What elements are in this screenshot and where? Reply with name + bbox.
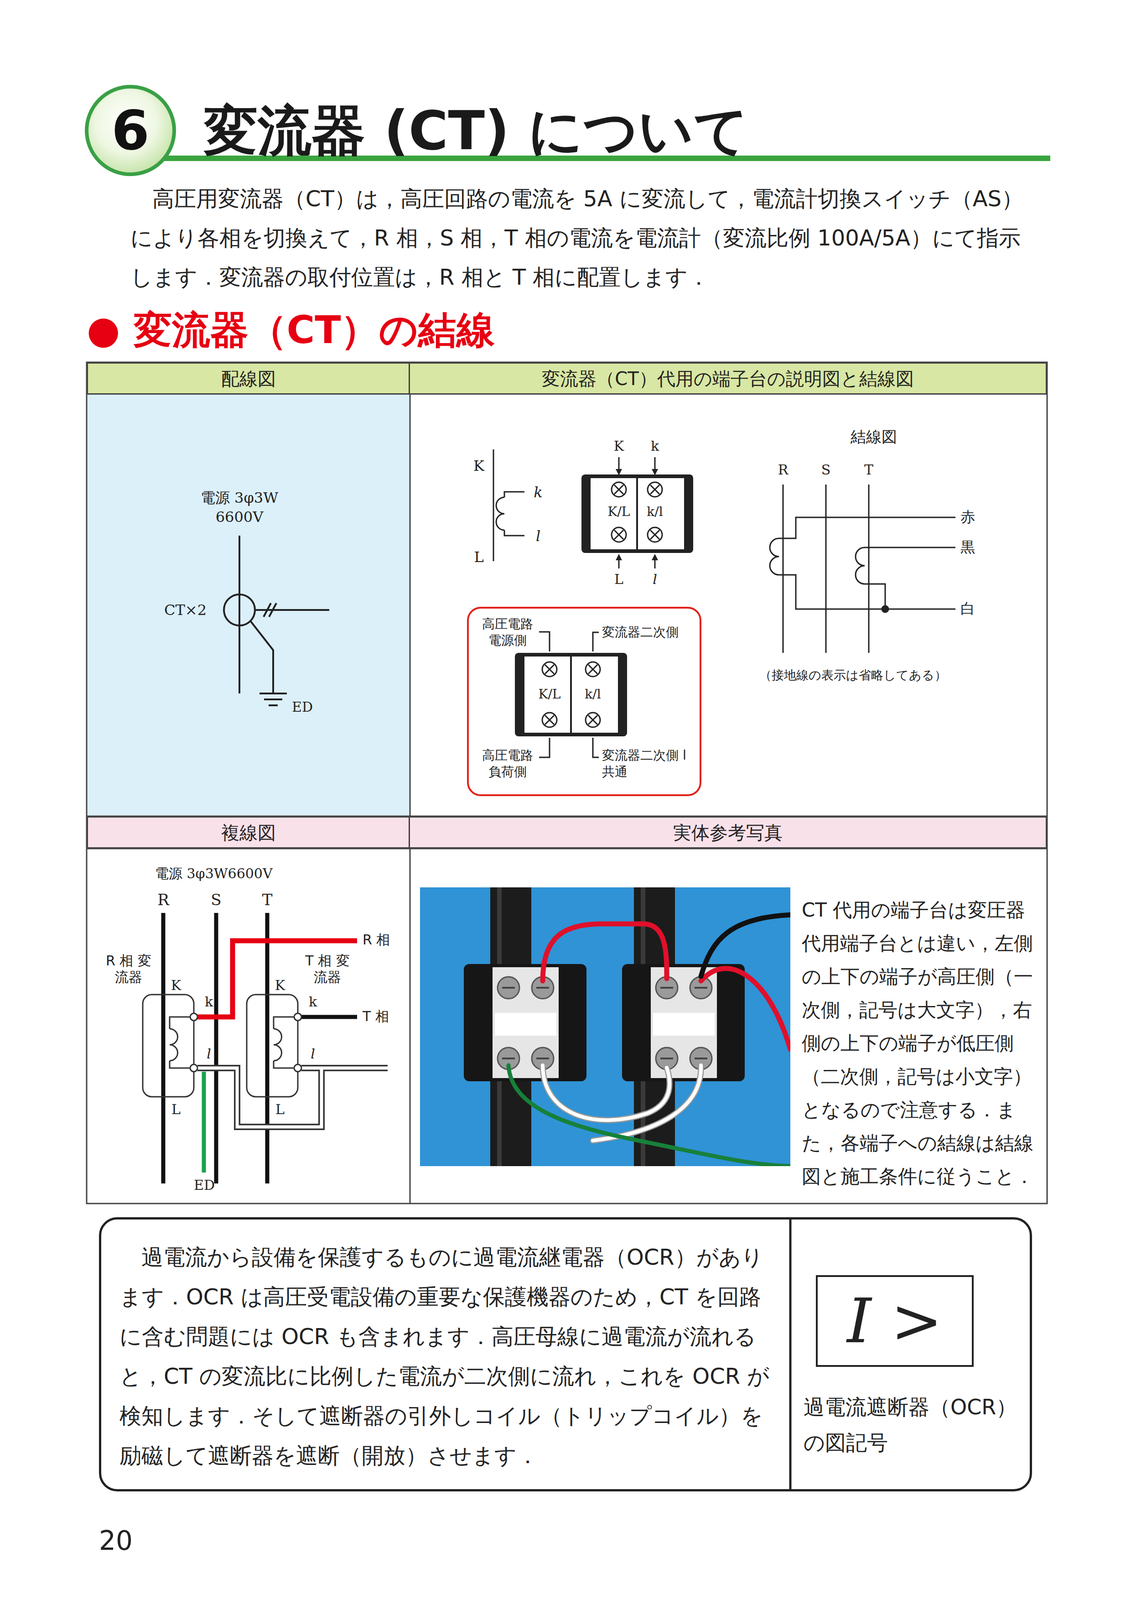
terminal-letter: L: [468, 547, 489, 567]
terminal-block: [514, 631, 628, 758]
table-grid: [86, 362, 1048, 1204]
intro-text: 高圧用変流器（CT）は，高圧回路の電流を 5A に変流して，電流計切換スイッチ（…: [130, 178, 1032, 297]
table-header: 変流器（CT）代用の端子台の説明図と結線図: [408, 362, 1048, 395]
terminal-letter: l: [200, 1044, 218, 1063]
page-title: 変流器 (CT) について: [203, 93, 1025, 167]
terminal-letter: k: [304, 992, 322, 1011]
node-text: k/l: [574, 684, 612, 704]
node-text: 変流器二次側 l 共通: [601, 747, 694, 780]
node-text: 過電流遮断器（OCR）の図記号: [803, 1388, 1023, 1460]
phase-label: R: [773, 460, 793, 479]
terminal-letter: K: [167, 975, 185, 994]
terminal-letter: k: [645, 436, 665, 455]
page-number: 20: [98, 1523, 154, 1558]
wire-color: 白: [960, 598, 984, 618]
node-text: 高圧電路 電源側: [478, 615, 536, 649]
section-heading: ● 変流器（CT）の結線: [86, 304, 771, 355]
phase-label: R: [154, 889, 173, 910]
node-text: 高圧電路 負荷側: [478, 747, 536, 780]
source-label: 電源 3φ3W6600V: [155, 864, 311, 882]
box-divider: [790, 1216, 791, 1491]
single-line-diagram: [223, 535, 330, 706]
node-text: 変流器二次側: [601, 623, 694, 641]
wire-color: 赤: [960, 507, 984, 527]
note-box: 過電流から設備を保護するものに過電流継電器（OCR）があります．OCR は高圧受…: [98, 1216, 1033, 1491]
phase-label: T: [859, 460, 878, 479]
wire-label: R 相: [362, 930, 404, 949]
ct-label: CT×2: [164, 600, 215, 620]
terminal-block-labels: K/Lk/l: [592, 502, 682, 521]
double-line-diagram: [142, 912, 388, 1183]
phase-label: S: [207, 889, 226, 910]
ground-label: ED: [193, 1175, 226, 1194]
phase-label: S: [816, 460, 836, 479]
connection-diagram: [769, 484, 956, 653]
reference-photo: [420, 887, 791, 1166]
wire-color: 黒: [960, 537, 984, 557]
node-text: 複線図: [88, 820, 409, 844]
symbol-box: I > 過電流遮断器（OCR）の図記号: [803, 1274, 1023, 1467]
node-text: k/l: [636, 502, 674, 521]
terminal-letter: l: [645, 570, 665, 588]
terminal-letter: l: [304, 1044, 322, 1063]
wire-label: T 相: [362, 1006, 404, 1025]
terminal-letter: K: [609, 436, 628, 455]
terminal-block: [581, 456, 694, 569]
terminal-letter: k: [200, 992, 218, 1011]
node-text: K/L: [531, 684, 568, 704]
source-label: 電源 3φ3W 6600V: [193, 487, 286, 527]
node-text: 6: [88, 96, 173, 165]
ct-label: T 相 変流器: [304, 952, 351, 986]
node-text: 実体参考写真: [409, 820, 1046, 844]
phase-label: T: [258, 889, 277, 910]
table-header: 配線図: [86, 362, 410, 395]
terminal-letter: L: [271, 1099, 289, 1118]
ct-label: R 相 変流器: [105, 952, 152, 986]
terminal-letter: l: [529, 526, 548, 546]
terminal-letter: K: [468, 456, 489, 476]
photo-caption: CT 代用の端子台は変圧器代用端子台とは違い，左側の上下の端子が高圧側（一次側，…: [801, 892, 1037, 1193]
ct-symbol: [493, 449, 525, 561]
ground-label: ED: [291, 697, 329, 716]
terminal-block-labels: K/L k/l: [524, 684, 618, 704]
node-text: 変流器（CT）代用の端子台の説明図と結線図: [409, 367, 1046, 390]
note-text: （接地線の表示は省略してある）: [752, 666, 954, 683]
table-header: 実体参考写真: [408, 815, 1048, 849]
terminal-letter: L: [167, 1099, 185, 1118]
number-circle: 6: [84, 84, 177, 177]
node-text: 過電流から設備を保護するものに過電流継電器（OCR）があります．OCR は高圧受…: [119, 1236, 777, 1475]
table-header: 複線図: [86, 815, 410, 849]
terminal-letter: k: [529, 482, 548, 502]
node-text: I >: [815, 1274, 974, 1367]
node-text: 配線図: [88, 367, 409, 390]
diagram-heading: 結線図: [846, 426, 902, 447]
terminal-letter: K: [271, 975, 289, 994]
node-text: K/L: [600, 502, 638, 521]
terminal-letter: L: [609, 570, 628, 588]
callout-box: 高圧電路 電源側 変流器二次側高圧電路 負荷側 変流器二次側 l 共通 K/L k/l: [466, 606, 702, 796]
